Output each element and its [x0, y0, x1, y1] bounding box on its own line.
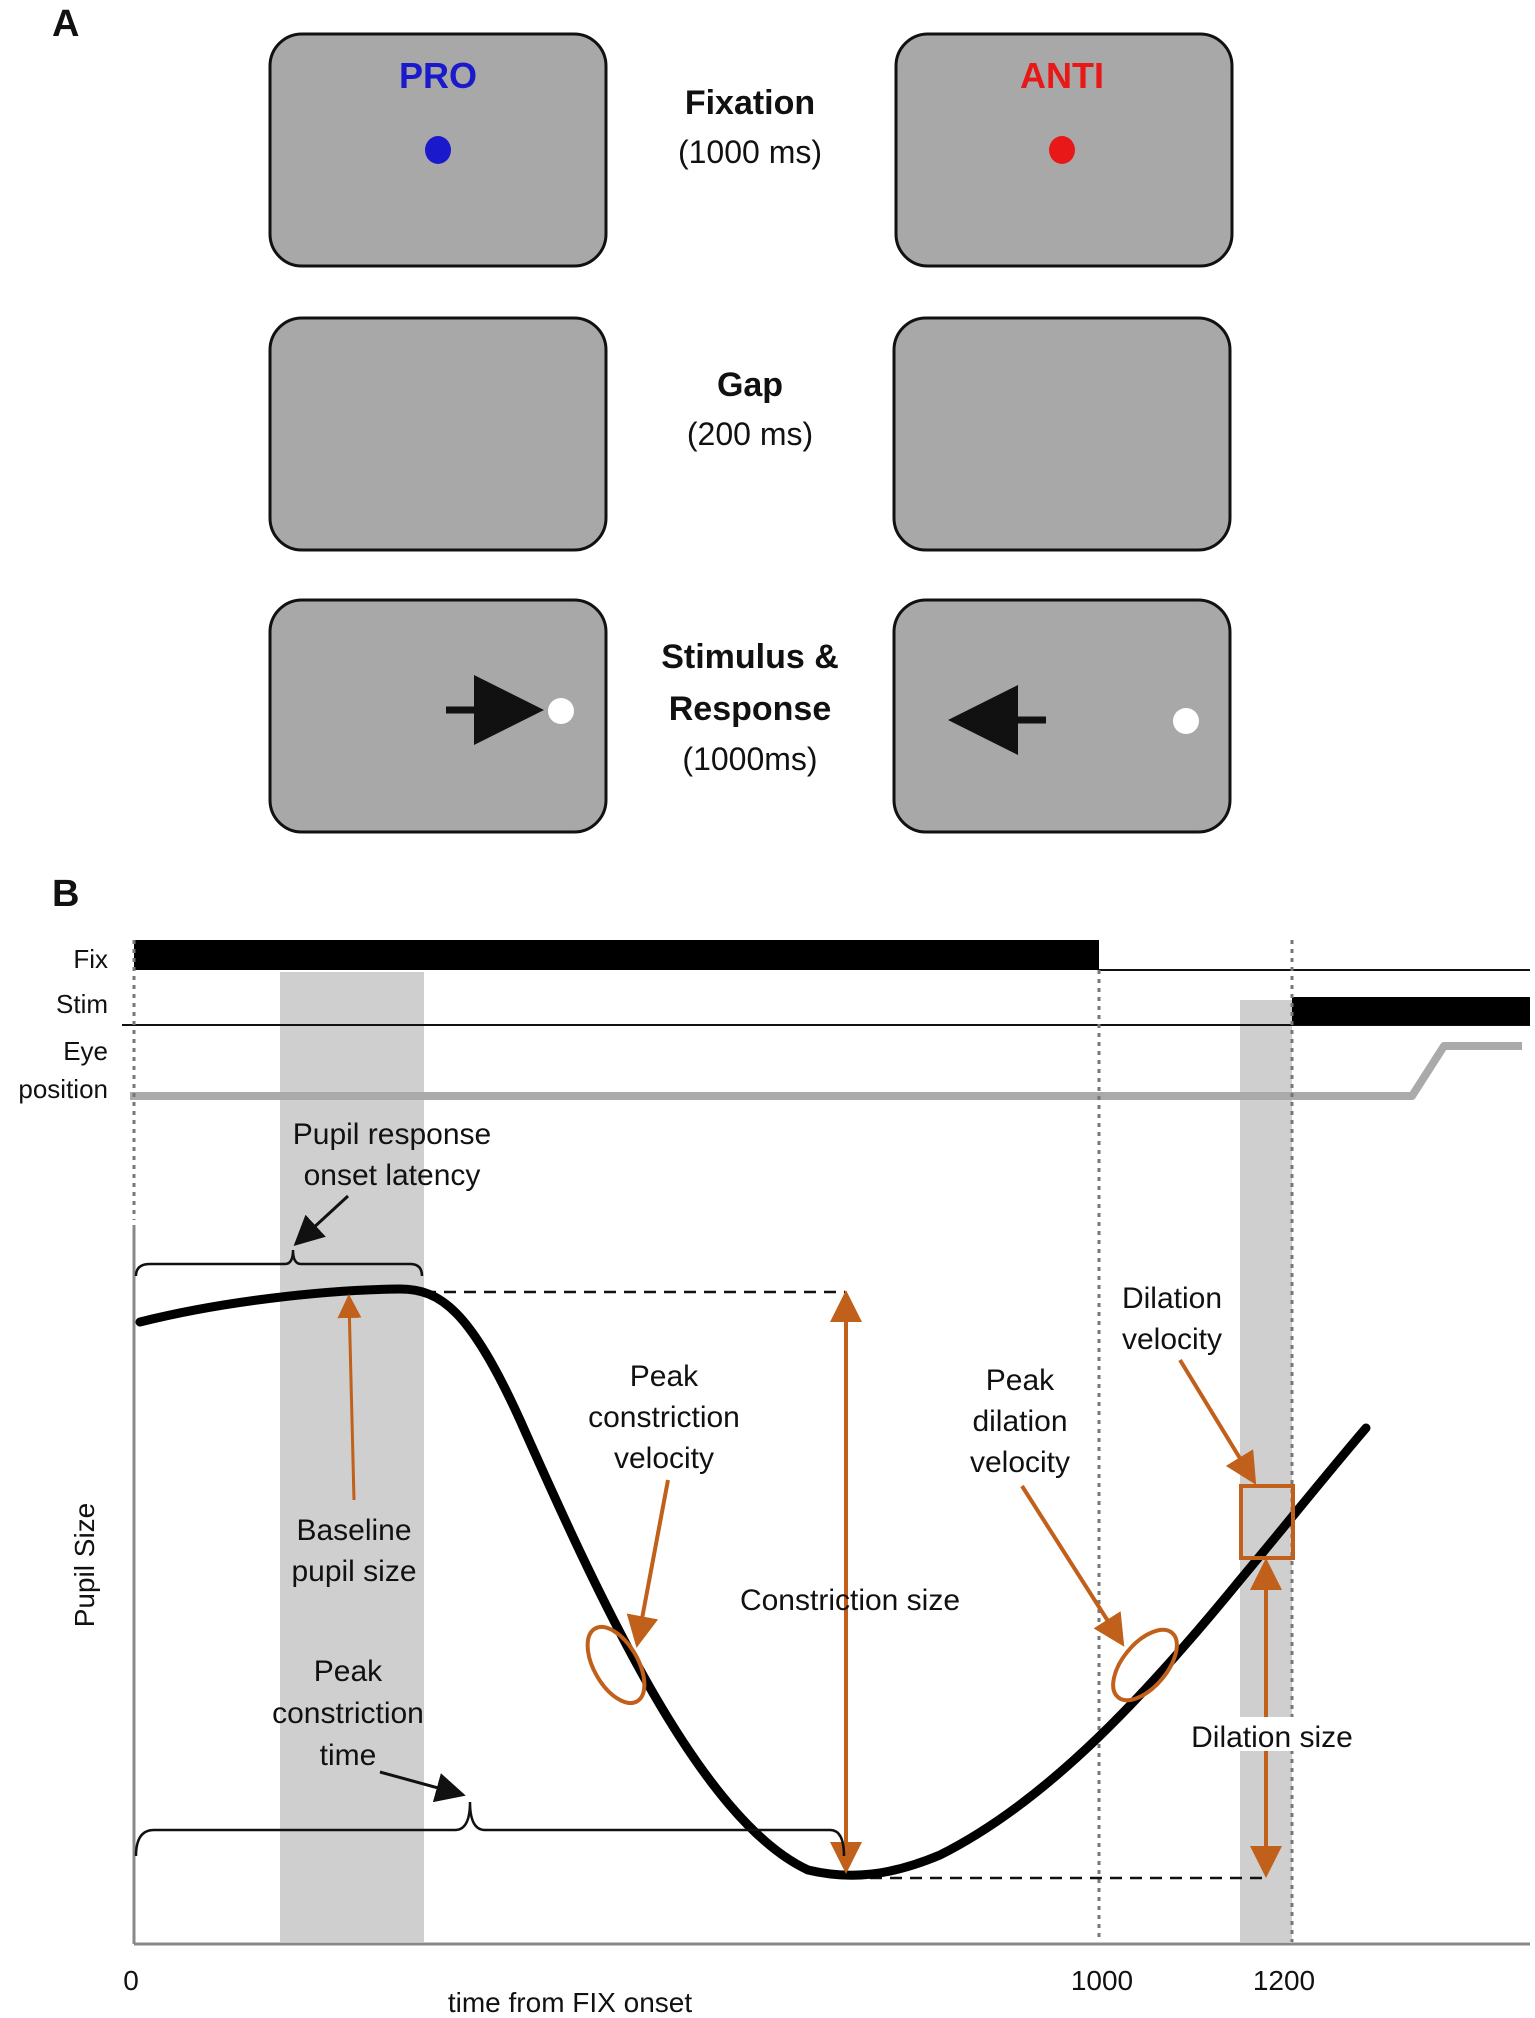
eye-row-label-2: position: [18, 1074, 108, 1104]
stimulus-title-2: Response: [669, 690, 832, 728]
onset-latency-label-1: Pupil response: [293, 1118, 491, 1151]
peak-constriction-time-label-2: constriction: [272, 1697, 424, 1730]
onset-latency-brace: [134, 1249, 424, 1277]
x-axis-label: time from FIX onset: [448, 1987, 693, 2018]
dilation-size-label-bg: [1190, 1717, 1340, 1751]
peak-dilation-velocity-arrow: [1020, 1484, 1125, 1647]
pro-stimulus-dot: [548, 698, 574, 724]
anti-gap-screen: [892, 316, 1232, 552]
baseline-label-2: pupil size: [291, 1555, 416, 1588]
onset-latency-label-2: onset latency: [304, 1159, 481, 1192]
peak-dilation-velocity-label-2: dilation: [972, 1405, 1067, 1438]
dilation-velocity-arrow: [1178, 1358, 1257, 1485]
fixation-title: Fixation: [685, 84, 815, 122]
stimulus-duration: (1000ms): [682, 741, 817, 777]
stimulus-title-1: Stimulus &: [661, 638, 839, 676]
eye-position-trace: [130, 1042, 1522, 1100]
peak-constriction-time-brace: [134, 1801, 846, 1857]
fix-row-label: Fix: [73, 944, 108, 974]
pro-label: PRO: [399, 55, 477, 96]
peak-dilation-velocity-label-1: Peak: [986, 1364, 1055, 1397]
peak-constriction-time-arrow: [379, 1770, 466, 1803]
x-tick-1000: 1000: [1071, 1965, 1133, 1996]
gap-title: Gap: [717, 366, 783, 404]
anti-stimulus-dot: [1173, 708, 1199, 734]
dilation-velocity-label-1: Dilation: [1122, 1282, 1222, 1315]
peak-dilation-velocity-marker: [1111, 1627, 1179, 1703]
pro-stimulus-screen: [268, 598, 608, 834]
peak-dilation-velocity-label-3: velocity: [970, 1446, 1070, 1479]
onset-latency-arrow: [293, 1194, 350, 1247]
peak-constriction-velocity-marker: [585, 1625, 647, 1705]
anti-fixation-dot: [1049, 136, 1075, 164]
peak-constriction-time-label-1: Peak: [314, 1655, 383, 1688]
pupil-size-curve: [135, 1284, 1371, 1880]
baseline-label-1: Baseline: [296, 1514, 411, 1547]
peak-constriction-time-label-3: time: [320, 1739, 377, 1772]
dilation-velocity-label-2: velocity: [1122, 1323, 1222, 1356]
eye-row-label-1: Eye: [63, 1036, 108, 1066]
peak-constriction-velocity-label-1: Peak: [630, 1360, 699, 1393]
stim-row-label: Stim: [56, 989, 108, 1019]
dilation-size-label: Dilation size: [1191, 1721, 1353, 1754]
fix-bar: [134, 940, 1099, 970]
peak-constriction-velocity-label-2: constriction: [588, 1401, 740, 1434]
gap-duration: (200 ms): [687, 416, 813, 452]
pro-fixation-dot: [425, 136, 451, 164]
y-axis-label: Pupil Size: [69, 1503, 100, 1628]
constriction-size-label: Constriction size: [740, 1584, 960, 1617]
stim-bar: [1292, 997, 1530, 1025]
panel-a-label: A: [52, 3, 79, 45]
peak-constriction-velocity-arrow: [626, 1479, 670, 1648]
anti-stimulus-screen: [892, 598, 1232, 834]
panel-b-label: B: [52, 873, 79, 915]
baseline-arrow: [337, 1294, 362, 1501]
anti-label: ANTI: [1020, 55, 1104, 96]
x-tick-0: 0: [123, 1965, 139, 1996]
peak-constriction-velocity-label-3: velocity: [614, 1442, 714, 1475]
x-tick-1200: 1200: [1253, 1965, 1315, 1996]
pro-gap-screen: [268, 316, 608, 552]
fixation-duration: (1000 ms): [678, 134, 822, 170]
